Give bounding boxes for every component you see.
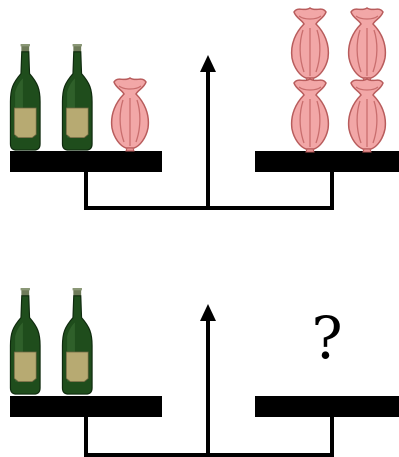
- top-pointer-arrow-icon: [200, 55, 216, 208]
- unknown-question-mark: ?: [311, 304, 342, 372]
- bottom-scale-beam: [84, 415, 334, 457]
- bottom-balance-scale: ?: [9, 287, 399, 457]
- top-balance-scale: [9, 7, 399, 210]
- top-left-pan: [10, 151, 162, 172]
- vase-icon: [347, 7, 387, 82]
- vase-icon: [110, 77, 150, 152]
- top-scale-beam: [84, 172, 334, 210]
- vase-icon: [347, 78, 387, 153]
- vase-icon: [290, 78, 330, 153]
- wine-bottle-icon: [61, 287, 93, 395]
- wine-bottle-icon: [61, 43, 93, 151]
- bottom-right-pan: [255, 396, 399, 417]
- wine-bottle-icon: [9, 287, 41, 395]
- bottom-left-pan: [10, 396, 162, 417]
- vase-icon: [290, 7, 330, 82]
- wine-bottle-icon: [9, 43, 41, 151]
- top-right-pan: [255, 151, 399, 172]
- bottom-pointer-arrow-icon: [200, 304, 216, 455]
